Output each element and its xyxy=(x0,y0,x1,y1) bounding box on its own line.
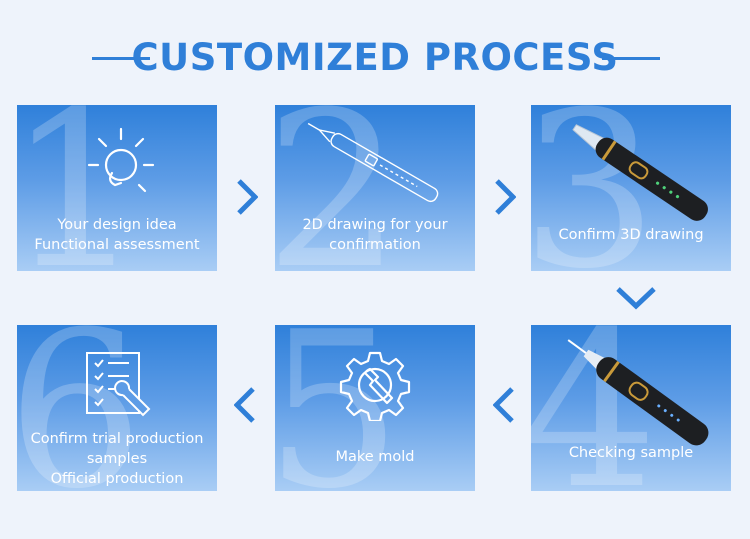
step-label-line: samples xyxy=(86,451,148,467)
step-label: Confirm 3D drawing xyxy=(535,225,727,245)
step-card-3: 3 Confirm 3D drawing xyxy=(531,105,731,271)
step-number: 2 xyxy=(275,105,402,271)
pen-device-photo xyxy=(567,339,709,446)
pen-sketch-illustration xyxy=(307,122,439,203)
title-right-rule xyxy=(602,57,660,60)
step-label: Confirm trial production samples Officia… xyxy=(21,429,213,489)
step-number: 3 xyxy=(531,105,658,271)
chevron-right-icon xyxy=(237,179,258,215)
step-label-line: Make mold xyxy=(335,449,415,465)
step-card-6: 6 Confirm trial production samples Offic… xyxy=(17,325,217,491)
chevron-right-icon xyxy=(495,179,516,215)
step-card-1: 1 Your design idea Functional assessment xyxy=(17,105,217,271)
step-number: 4 xyxy=(531,325,658,491)
step-label-line: Confirm trial production xyxy=(30,431,204,447)
step-label: Make mold xyxy=(279,447,471,467)
gear-wrench-icon xyxy=(339,351,411,421)
step-number: 1 xyxy=(17,105,144,271)
step-label: Checking sample xyxy=(535,443,727,463)
lightbulb-icon xyxy=(87,127,155,193)
checklist-wrench-icon xyxy=(86,352,151,417)
step-label-line: 2D drawing for your xyxy=(302,217,448,233)
step-card-4: 4 Checking sample xyxy=(531,325,731,491)
step-label: 2D drawing for your confirmation xyxy=(279,215,471,255)
pen-device-render xyxy=(572,124,708,221)
step-card-5: 5 Make mold xyxy=(275,325,475,491)
chevron-down-icon xyxy=(616,287,656,310)
step-label-line: Official production xyxy=(50,471,184,487)
step-label-line: Confirm 3D drawing xyxy=(558,227,704,243)
title-left-rule xyxy=(92,57,150,60)
step-label-line: Checking sample xyxy=(568,445,694,461)
step-label: Your design idea Functional assessment xyxy=(21,215,213,255)
step-label-line: Functional assessment xyxy=(34,237,200,253)
chevron-left-icon xyxy=(234,387,255,423)
step-label-line: confirmation xyxy=(329,237,421,253)
header: CUSTOMIZED PROCESS xyxy=(0,30,750,86)
step-label-line: Your design idea xyxy=(57,217,177,233)
chevron-left-icon xyxy=(493,387,514,423)
step-card-2: 2 2D drawing for your confirmation xyxy=(275,105,475,271)
page-title: CUSTOMIZED PROCESS xyxy=(131,36,619,79)
